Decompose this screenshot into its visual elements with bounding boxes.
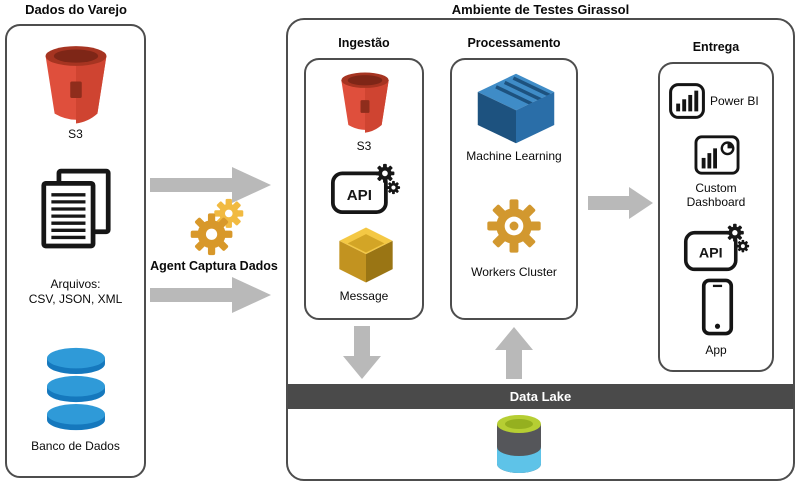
workers-cluster-label: Workers Cluster bbox=[471, 265, 557, 279]
data-lake-label: Data Lake bbox=[509, 389, 572, 404]
data-lake-icon bbox=[497, 415, 541, 473]
processing-box: Machine Learning Workers Cluster bbox=[450, 58, 578, 320]
ingestion-api-icon: API bbox=[330, 163, 401, 215]
arrow-datalake-to-processing-icon bbox=[495, 327, 533, 379]
dashboard-label-line1: Custom bbox=[695, 181, 737, 195]
files-label-line1: Arquivos: bbox=[50, 277, 101, 291]
arrow-source-to-ingestion-bottom-icon bbox=[150, 277, 271, 313]
workers-cluster-icon bbox=[487, 199, 541, 253]
left-panel: S3 Arquivos: CSV, JSON, XML Banco bbox=[5, 24, 146, 478]
processing-title: Processamento bbox=[467, 36, 561, 50]
database-icon bbox=[47, 347, 105, 431]
environment-panel: Ingestão S3 API bbox=[286, 18, 795, 481]
dashboard-label-line2: Dashboard bbox=[686, 195, 746, 209]
agent-label: Agent Captura Dados bbox=[150, 259, 278, 273]
powerbi-icon bbox=[669, 83, 705, 119]
files-icon bbox=[41, 168, 111, 249]
left-panel-title: Dados do Varejo bbox=[25, 2, 127, 17]
s3-icon bbox=[45, 46, 107, 124]
arrow-source-to-ingestion-top-icon bbox=[150, 167, 271, 203]
files-label-line2: CSV, JSON, XML bbox=[28, 292, 123, 306]
powerbi-label: Power BI bbox=[710, 94, 759, 108]
delivery-box: Power BI Custom Dashboard API bbox=[658, 62, 774, 372]
message-label: Message bbox=[339, 289, 389, 303]
delivery-api-text: API bbox=[699, 246, 723, 262]
agent-gears-icon bbox=[190, 198, 244, 256]
message-icon bbox=[339, 227, 393, 283]
app-label: App bbox=[705, 343, 727, 357]
ingestion-box: S3 API bbox=[304, 58, 424, 320]
arrow-ingestion-to-datalake-icon bbox=[343, 326, 381, 379]
app-icon bbox=[701, 278, 734, 336]
database-label: Banco de Dados bbox=[31, 439, 120, 453]
ingestion-api-text: API bbox=[347, 187, 372, 204]
machine-learning-label: Machine Learning bbox=[466, 149, 562, 163]
ingestion-s3-icon bbox=[341, 72, 389, 133]
delivery-title: Entrega bbox=[692, 40, 740, 54]
data-lake-bar: Data Lake bbox=[288, 384, 793, 409]
ingestion-title: Ingestão bbox=[338, 36, 390, 50]
environment-title: Ambiente de Testes Girassol bbox=[451, 2, 630, 17]
ingestion-s3-label: S3 bbox=[356, 139, 372, 153]
machine-learning-icon bbox=[477, 73, 555, 144]
arrow-processing-to-delivery-icon bbox=[588, 187, 653, 219]
s3-label: S3 bbox=[68, 127, 83, 141]
dashboard-icon bbox=[694, 135, 740, 175]
delivery-api-icon: API bbox=[683, 223, 750, 272]
